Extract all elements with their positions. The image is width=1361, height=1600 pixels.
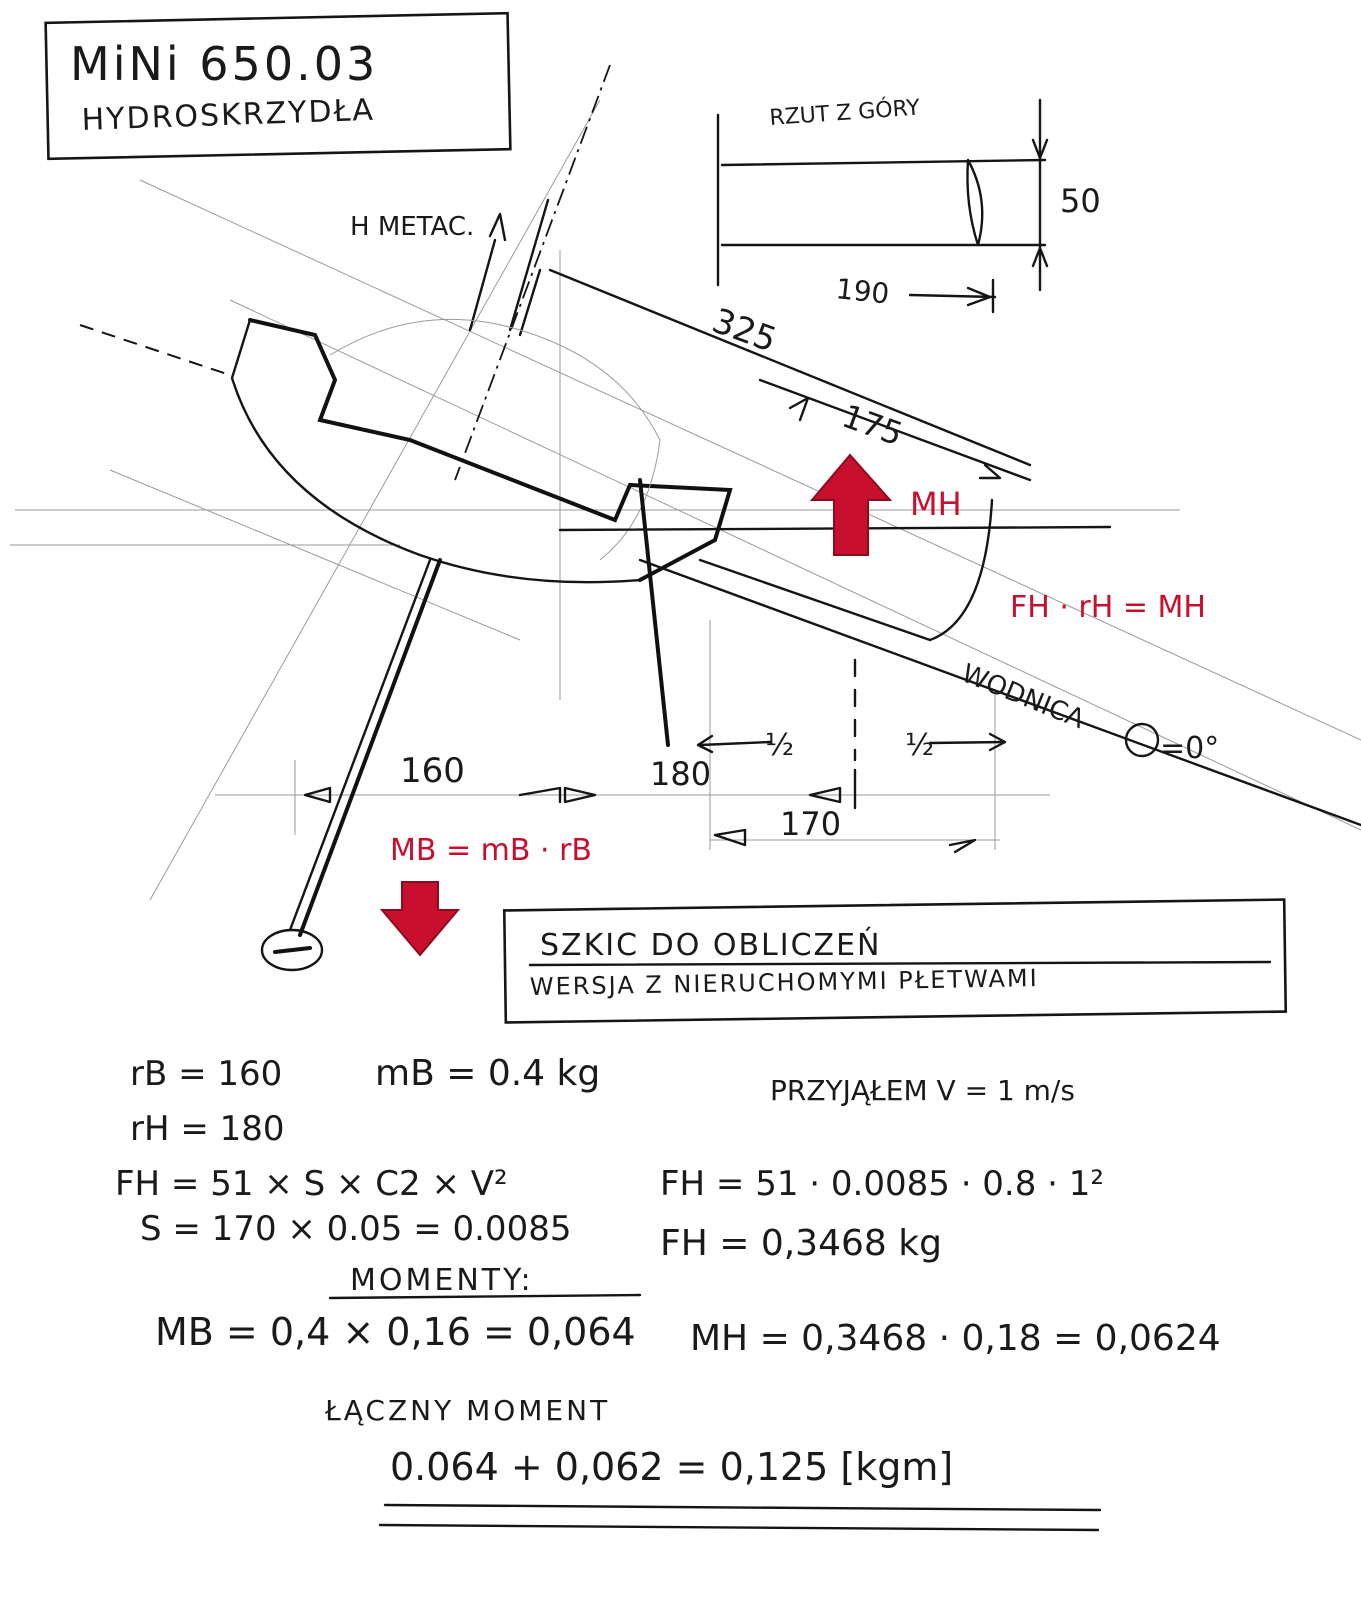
calc-rb: rB = 160 xyxy=(130,1054,282,1094)
title-box: MiNi 650.03 HYDROSKRZYDŁA xyxy=(44,11,512,161)
bulb-keel xyxy=(260,558,442,972)
dim-325: 325 xyxy=(707,301,782,361)
sketch-line2: WERSJA Z NIERUCHOMYMI PŁETWAMI xyxy=(530,964,1039,1001)
calc-mb: mB = 0.4 kg xyxy=(375,1053,600,1094)
top-view-length-dim: 190 xyxy=(834,272,891,310)
sketch-box: SZKIC DO OBLICZEŃ WERSJA Z NIERUCHOMYMI … xyxy=(502,898,1288,1024)
top-view-label: RZUT Z GÓRY xyxy=(769,95,922,131)
dim-175: 175 xyxy=(837,397,907,454)
calc-mh-calc: MH = 0,3468 · 0,18 = 0,0624 xyxy=(690,1318,1221,1359)
waterline: WODNICA =0° xyxy=(638,558,1361,827)
mast-axis: H METAC. xyxy=(350,64,611,481)
mh-arrow: MH FH · rH = MH xyxy=(809,453,1206,625)
title-line2: HYDROSKRZYDŁA xyxy=(81,93,375,138)
title-line1: MiNi 650.03 xyxy=(70,37,378,91)
dims-upper: 325 175 xyxy=(548,268,1032,482)
calc-assume: PRZYJĄŁEM V = 1 m/s xyxy=(770,1074,1075,1107)
calc-s-eq: S = 170 × 0.05 = 0.0085 xyxy=(140,1209,571,1249)
waterline-label: WODNICA xyxy=(957,659,1088,735)
calculations: rB = 160 mB = 0.4 kg PRZYJĄŁEM V = 1 m/s… xyxy=(115,1053,1221,1532)
top-view-width-dim: 50 xyxy=(1060,182,1101,220)
fh-formula: FH · rH = MH xyxy=(1010,590,1206,625)
construction-lines xyxy=(10,99,1361,901)
calc-moments-head: MOMENTY: xyxy=(350,1263,534,1298)
h-metac-label: H METAC. xyxy=(350,212,474,242)
calc-fh-result: FH = 0,3468 kg xyxy=(660,1223,942,1264)
dims-lower: 160 180 170 ½ ½ xyxy=(303,658,1007,854)
dim-half-left: ½ xyxy=(765,728,794,763)
dim-half-right: ½ xyxy=(905,728,934,763)
dim-180: 180 xyxy=(650,755,711,793)
calc-total-head: ŁĄCZNY MOMENT xyxy=(324,1394,610,1427)
waterline-angle: =0° xyxy=(1160,731,1219,766)
calc-fh-subst: FH = 51 · 0.0085 · 0.8 · 1² xyxy=(660,1164,1104,1204)
dim-170: 170 xyxy=(780,805,841,843)
sketch-line1: SZKIC DO OBLICZEŃ xyxy=(540,927,882,963)
boat-hull xyxy=(79,318,1112,747)
calc-rh: rH = 180 xyxy=(130,1109,285,1149)
mb-formula: MB = mB · rB xyxy=(390,833,592,868)
top-view: RZUT Z GÓRY 50 190 xyxy=(716,95,1101,314)
mh-arrow-label: MH xyxy=(910,485,962,523)
calc-fh-general: FH = 51 × S × C2 × V² xyxy=(115,1164,508,1204)
dim-160: 160 xyxy=(400,751,465,791)
mb-arrow: MB = mB · rB xyxy=(379,833,592,957)
calc-total: 0.064 + 0,062 = 0,125 [kgm] xyxy=(390,1445,953,1489)
calc-mb-calc: MB = 0,4 × 0,16 = 0,064 xyxy=(155,1310,636,1354)
